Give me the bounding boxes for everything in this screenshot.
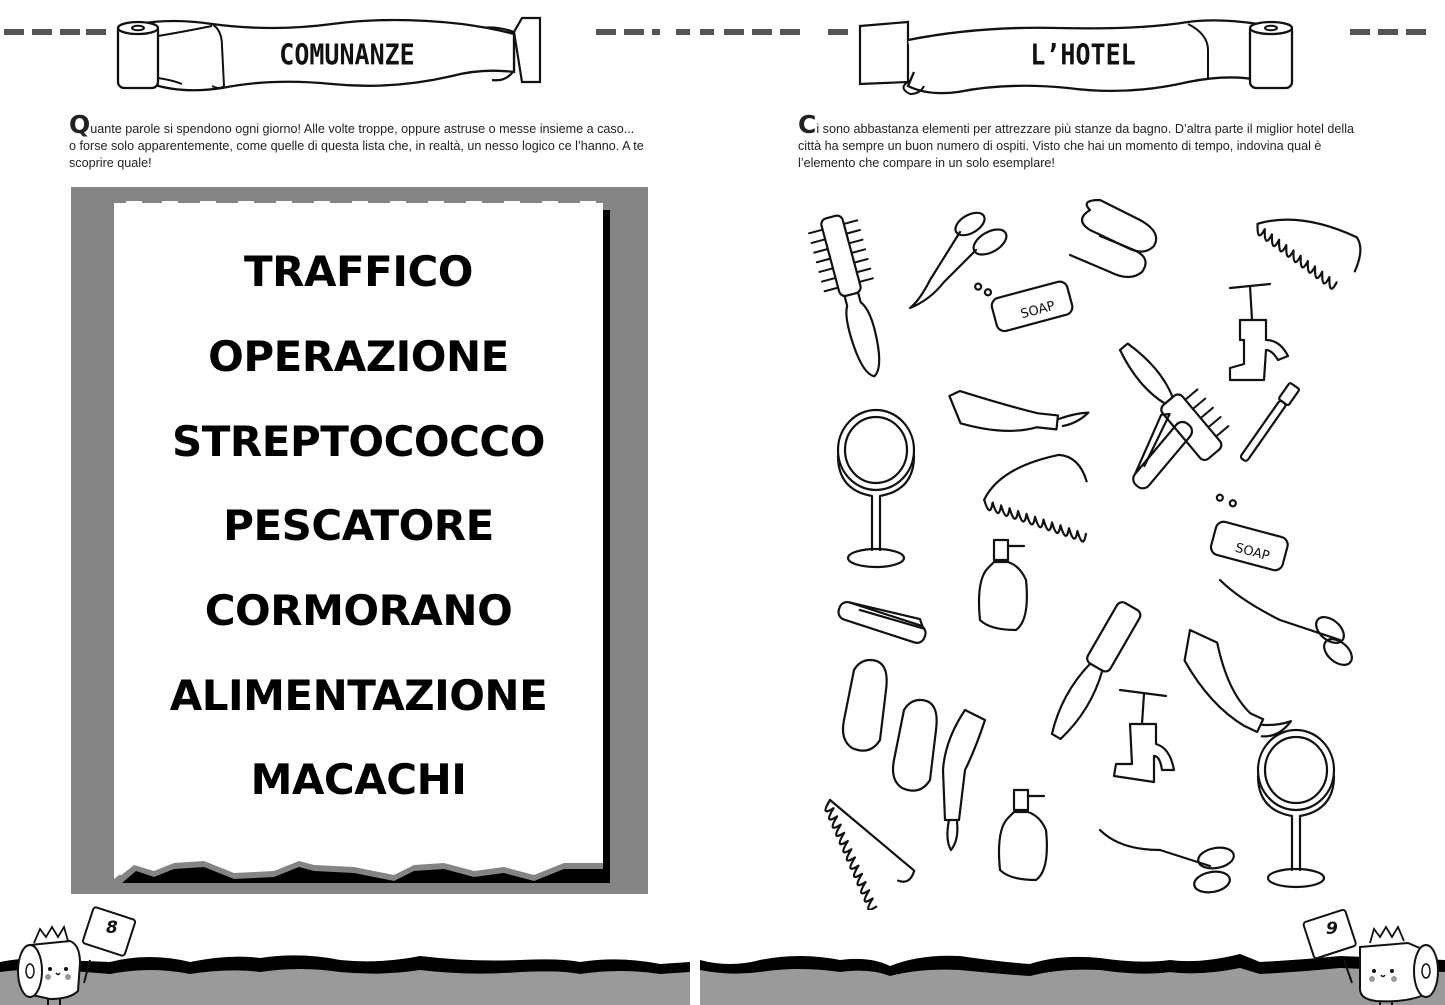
toilet-paper-mascot-icon	[17, 906, 137, 1005]
page-number: 8	[106, 918, 118, 938]
word-item: TRAFFICO	[243, 247, 474, 296]
page-gutter	[690, 0, 700, 1005]
soap-bar-icon: SOAP	[974, 280, 1074, 333]
scissors-icon	[1098, 828, 1235, 894]
title-banner: COMUNANZE	[112, 10, 552, 95]
toothpaste-tube-icon	[1183, 628, 1293, 738]
perforated-edge	[114, 199, 603, 207]
comb-icon	[824, 798, 916, 910]
intro-text: uante parole si spendono ogni giorno! Al…	[69, 122, 644, 170]
header-dashed-rule-right	[700, 29, 1445, 35]
bathroom-items-illustration: SOAP	[808, 198, 1362, 910]
mirror-icon	[1256, 728, 1336, 889]
scissors-icon	[1218, 578, 1353, 666]
soap-dispenser-icon	[977, 538, 1028, 632]
soap-dispenser-icon	[997, 788, 1048, 882]
dropcap: C	[798, 110, 817, 139]
word-item: ALIMENTAZIONE	[169, 671, 548, 720]
page-title: L’HOTEL	[1030, 37, 1136, 72]
toilet-paper-mascot: 9	[1300, 905, 1445, 1005]
hairbrush-icon	[1118, 342, 1230, 462]
torn-edge	[114, 853, 610, 883]
word-list-card: TRAFFICO OPERAZIONE STREPTOCOCCO PESCATO…	[114, 199, 610, 883]
word-item: MACACHI	[250, 755, 467, 804]
soap-bar-icon: SOAP	[1209, 493, 1289, 572]
intro-paragraph: Quante parole si spendono ogni giorno! A…	[69, 112, 644, 172]
left-page: COMUNANZE Quante parole si spendono ogni…	[0, 0, 690, 1005]
footer-ground	[0, 955, 690, 1005]
comb-icon	[1256, 218, 1362, 290]
footer-ground	[700, 954, 1445, 1005]
word-item: STREPTOCOCCO	[172, 417, 545, 466]
scissors-icon	[908, 211, 1008, 310]
faucet-icon	[1228, 282, 1290, 382]
nail-clipper-icon	[1132, 412, 1194, 490]
dropcap: Q	[69, 110, 91, 139]
word-item: CORMORANO	[204, 586, 513, 635]
hairbrush-icon	[1050, 601, 1142, 741]
toilet-paper-mascot-icon	[1302, 908, 1439, 1005]
right-page: L’HOTEL Ci sono abbastanza elementi per …	[700, 0, 1445, 1005]
word-item: OPERAZIONE	[208, 332, 509, 381]
hairbrush-icon	[808, 214, 881, 378]
toothbrush-icon	[1239, 382, 1300, 462]
page-title: COMUNANZE	[279, 37, 415, 72]
slippers-icon	[1068, 198, 1158, 279]
toilet-paper-mascot: 8	[10, 905, 150, 1005]
page-number: 9	[1326, 919, 1338, 939]
toilet-roll-banner-icon	[116, 16, 542, 92]
nail-clipper-icon	[837, 600, 927, 644]
slippers-icon	[841, 658, 938, 792]
title-banner: L’HOTEL	[858, 10, 1308, 95]
faucet-icon	[1112, 688, 1176, 784]
toothpaste-tube-icon	[941, 708, 987, 852]
header-dashed-rule-left	[0, 29, 690, 35]
intro-text: i sono abbastanza elementi per attrezzar…	[798, 122, 1355, 170]
toilet-roll-banner-icon	[858, 19, 1294, 95]
intro-paragraph: Ci sono abbastanza elementi per attrezza…	[798, 112, 1373, 172]
comb-icon	[983, 453, 1088, 543]
toothpaste-tube-icon	[948, 389, 1090, 432]
mirror-icon	[836, 408, 916, 569]
word-item: PESCATORE	[223, 501, 494, 550]
